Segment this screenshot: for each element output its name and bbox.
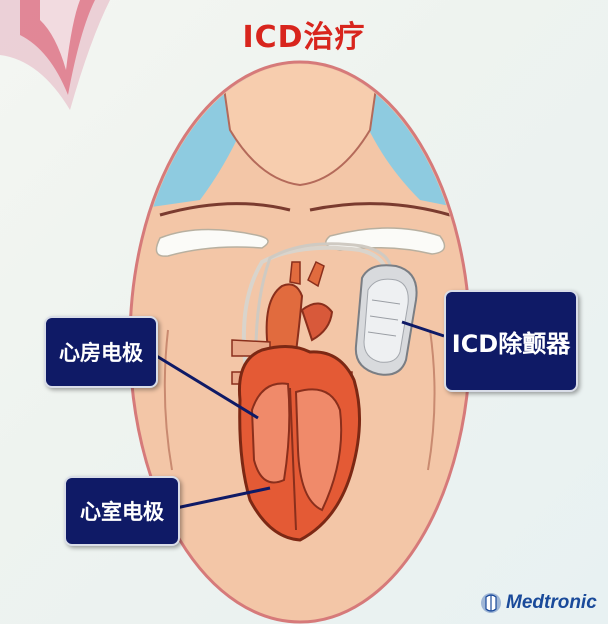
atrial-lead-label: 心房电极 <box>44 316 158 388</box>
icd-device-label: ICD除颤器 <box>444 290 578 392</box>
medtronic-logo-icon <box>480 589 502 617</box>
medtronic-logo-text: Medtronic <box>506 592 597 614</box>
ventricular-lead-label: 心室电极 <box>64 476 180 546</box>
medtronic-logo: Medtronic <box>480 586 604 620</box>
